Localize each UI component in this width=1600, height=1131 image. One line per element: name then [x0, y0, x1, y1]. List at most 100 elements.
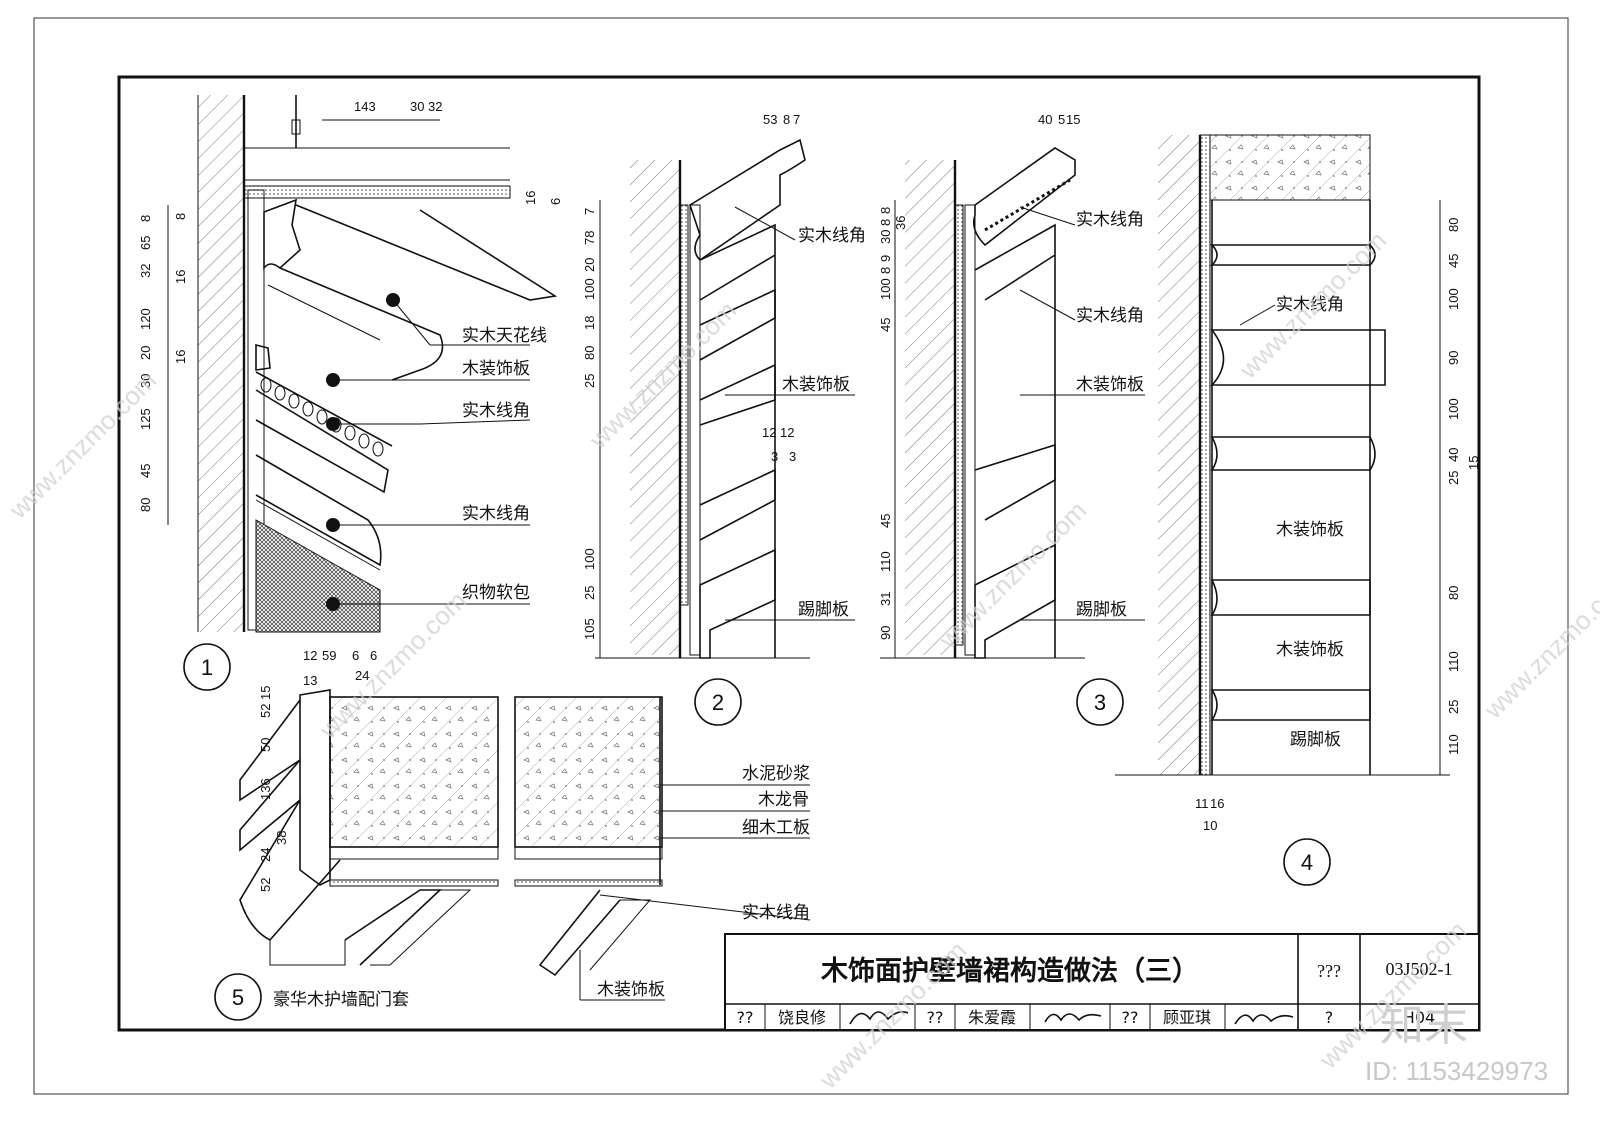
label-wood-molding: 实木线角: [462, 401, 530, 421]
svg-text:40: 40: [1446, 448, 1461, 462]
svg-text:80: 80: [582, 346, 597, 360]
detail-2: 实木线角 木装饰板 踢脚板 53 8 7 7 78 20 100 18 80 2…: [582, 112, 866, 726]
label-fabric-panel: 织物软包: [462, 583, 530, 603]
svg-text:32: 32: [428, 99, 442, 114]
svg-text:16: 16: [173, 350, 188, 364]
detail-3-number: 3: [1094, 690, 1106, 715]
svg-text:11: 11: [1195, 796, 1209, 811]
atlas-label: ???: [1317, 961, 1341, 981]
svg-text:??: ??: [1122, 1008, 1139, 1027]
proofer-signature: [1044, 1013, 1102, 1023]
svg-text:24: 24: [355, 668, 369, 683]
wall-hatch: [198, 95, 244, 632]
title-block: 木饰面护壁墙裙构造做法（三） ??? 03J502-1 ?? 饶良修 ?? 朱爱…: [724, 933, 1480, 1031]
svg-text:18: 18: [582, 316, 597, 330]
svg-text:??: ??: [737, 1008, 754, 1027]
detail-5-number: 5: [232, 985, 244, 1010]
svg-text:25: 25: [582, 586, 597, 600]
watermark-id: ID: 1153429973: [1365, 1056, 1548, 1086]
detail-5: 水泥砂浆 木龙骨 细木工板 实木线角 木装饰板 12 59 6 6 13 24 …: [214, 648, 811, 1021]
proofer-name: 朱爱霞: [968, 1008, 1016, 1027]
svg-text:6: 6: [352, 648, 359, 663]
svg-text:65: 65: [138, 236, 153, 250]
svg-text:31: 31: [878, 592, 893, 606]
checker-name: 饶良修: [778, 1008, 826, 1027]
svg-text:8: 8: [138, 215, 153, 222]
svg-text:8: 8: [878, 207, 893, 214]
svg-text:5: 5: [1058, 112, 1065, 127]
drawing-border: [117, 75, 1481, 1032]
svg-text:125: 125: [138, 408, 153, 430]
watermark-logo: 知末: [1380, 1000, 1468, 1051]
page-number: H04: [1403, 1008, 1435, 1027]
svg-text:踢脚板: 踢脚板: [1290, 730, 1341, 750]
detail-1: 实木天花线 木装饰板 实木线角 实木线角 织物软包 143 30 32 8 65…: [138, 95, 563, 691]
svg-text:143: 143: [354, 99, 376, 114]
svg-text:100: 100: [1446, 398, 1461, 420]
svg-text:12: 12: [303, 648, 317, 663]
svg-text:100: 100: [582, 548, 597, 570]
checker-signature: [849, 1011, 909, 1025]
label-ceiling-molding: 实木天花线: [462, 326, 547, 346]
svg-text:www.znzmo.com: www.znzmo.com: [1232, 225, 1392, 385]
svg-text:110: 110: [1446, 651, 1461, 672]
svg-text:12: 12: [762, 425, 776, 440]
svg-text:12: 12: [780, 425, 794, 440]
svg-text:木装饰板: 木装饰板: [1276, 640, 1344, 660]
svg-text:53: 53: [763, 112, 777, 127]
svg-text:8: 8: [173, 213, 188, 220]
svg-text:20: 20: [138, 346, 153, 360]
svg-text:10: 10: [1203, 818, 1217, 833]
svg-text:50: 50: [258, 738, 273, 752]
svg-text:?: ?: [1325, 1008, 1334, 1027]
svg-text:踢脚板: 踢脚板: [798, 600, 849, 620]
svg-text:52: 52: [258, 704, 273, 718]
atlas-number: 03J502-1: [1386, 959, 1453, 979]
svg-text:木装饰板: 木装饰板: [597, 980, 665, 1000]
svg-text:7: 7: [582, 208, 597, 215]
drawing-title: 木饰面护壁墙裙构造做法（三）: [820, 956, 1199, 987]
svg-text:16: 16: [173, 270, 188, 284]
designer-name: 顾亚琪: [1163, 1008, 1211, 1027]
svg-text:3: 3: [789, 449, 796, 464]
svg-text:25: 25: [1446, 471, 1461, 485]
svg-text:www.znzmo.com: www.znzmo.com: [1477, 565, 1600, 725]
svg-text:40: 40: [1038, 112, 1052, 127]
svg-text:实木线角: 实木线角: [798, 226, 866, 246]
svg-text:6: 6: [548, 198, 563, 205]
svg-text:36: 36: [893, 216, 908, 230]
label-wood-panel: 木装饰板: [462, 359, 530, 379]
detail1-left-dims: 8 65 32 120 20 30 125 45 80 8 16 16: [138, 213, 188, 512]
svg-text:??: ??: [927, 1008, 944, 1027]
label-wood-molding-2: 实木线角: [462, 504, 530, 524]
svg-text:9: 9: [878, 255, 893, 262]
svg-text:105: 105: [582, 618, 597, 640]
svg-text:110: 110: [878, 551, 893, 572]
svg-text:细木工板: 细木工板: [742, 818, 810, 838]
svg-text:32: 32: [138, 264, 153, 278]
svg-text:90: 90: [1446, 351, 1461, 365]
svg-text:木龙骨: 木龙骨: [758, 790, 809, 810]
svg-text:实木线角: 实木线角: [742, 903, 810, 923]
detail-5-caption: 豪华木护墙配门套: [273, 989, 409, 1010]
svg-text:110: 110: [1446, 734, 1461, 755]
designer-signature: [1234, 1014, 1294, 1025]
svg-text:45: 45: [878, 318, 893, 332]
svg-text:120: 120: [138, 308, 153, 330]
svg-text:100: 100: [1446, 288, 1461, 310]
svg-text:80: 80: [1446, 218, 1461, 232]
svg-text:踢脚板: 踢脚板: [1076, 600, 1127, 620]
svg-text:90: 90: [878, 626, 893, 640]
svg-text:15: 15: [258, 686, 273, 700]
svg-text:8: 8: [878, 267, 893, 274]
svg-text:30: 30: [410, 99, 424, 114]
detail-4-number: 4: [1301, 850, 1313, 875]
svg-text:15: 15: [1466, 456, 1481, 470]
svg-text:实木线角: 实木线角: [1276, 295, 1344, 315]
svg-text:木装饰板: 木装饰板: [1076, 375, 1144, 395]
detail-2-number: 2: [712, 690, 724, 715]
svg-text:30: 30: [878, 230, 893, 244]
svg-text:实木线角: 实木线角: [1076, 210, 1144, 230]
svg-text:78: 78: [582, 231, 597, 245]
